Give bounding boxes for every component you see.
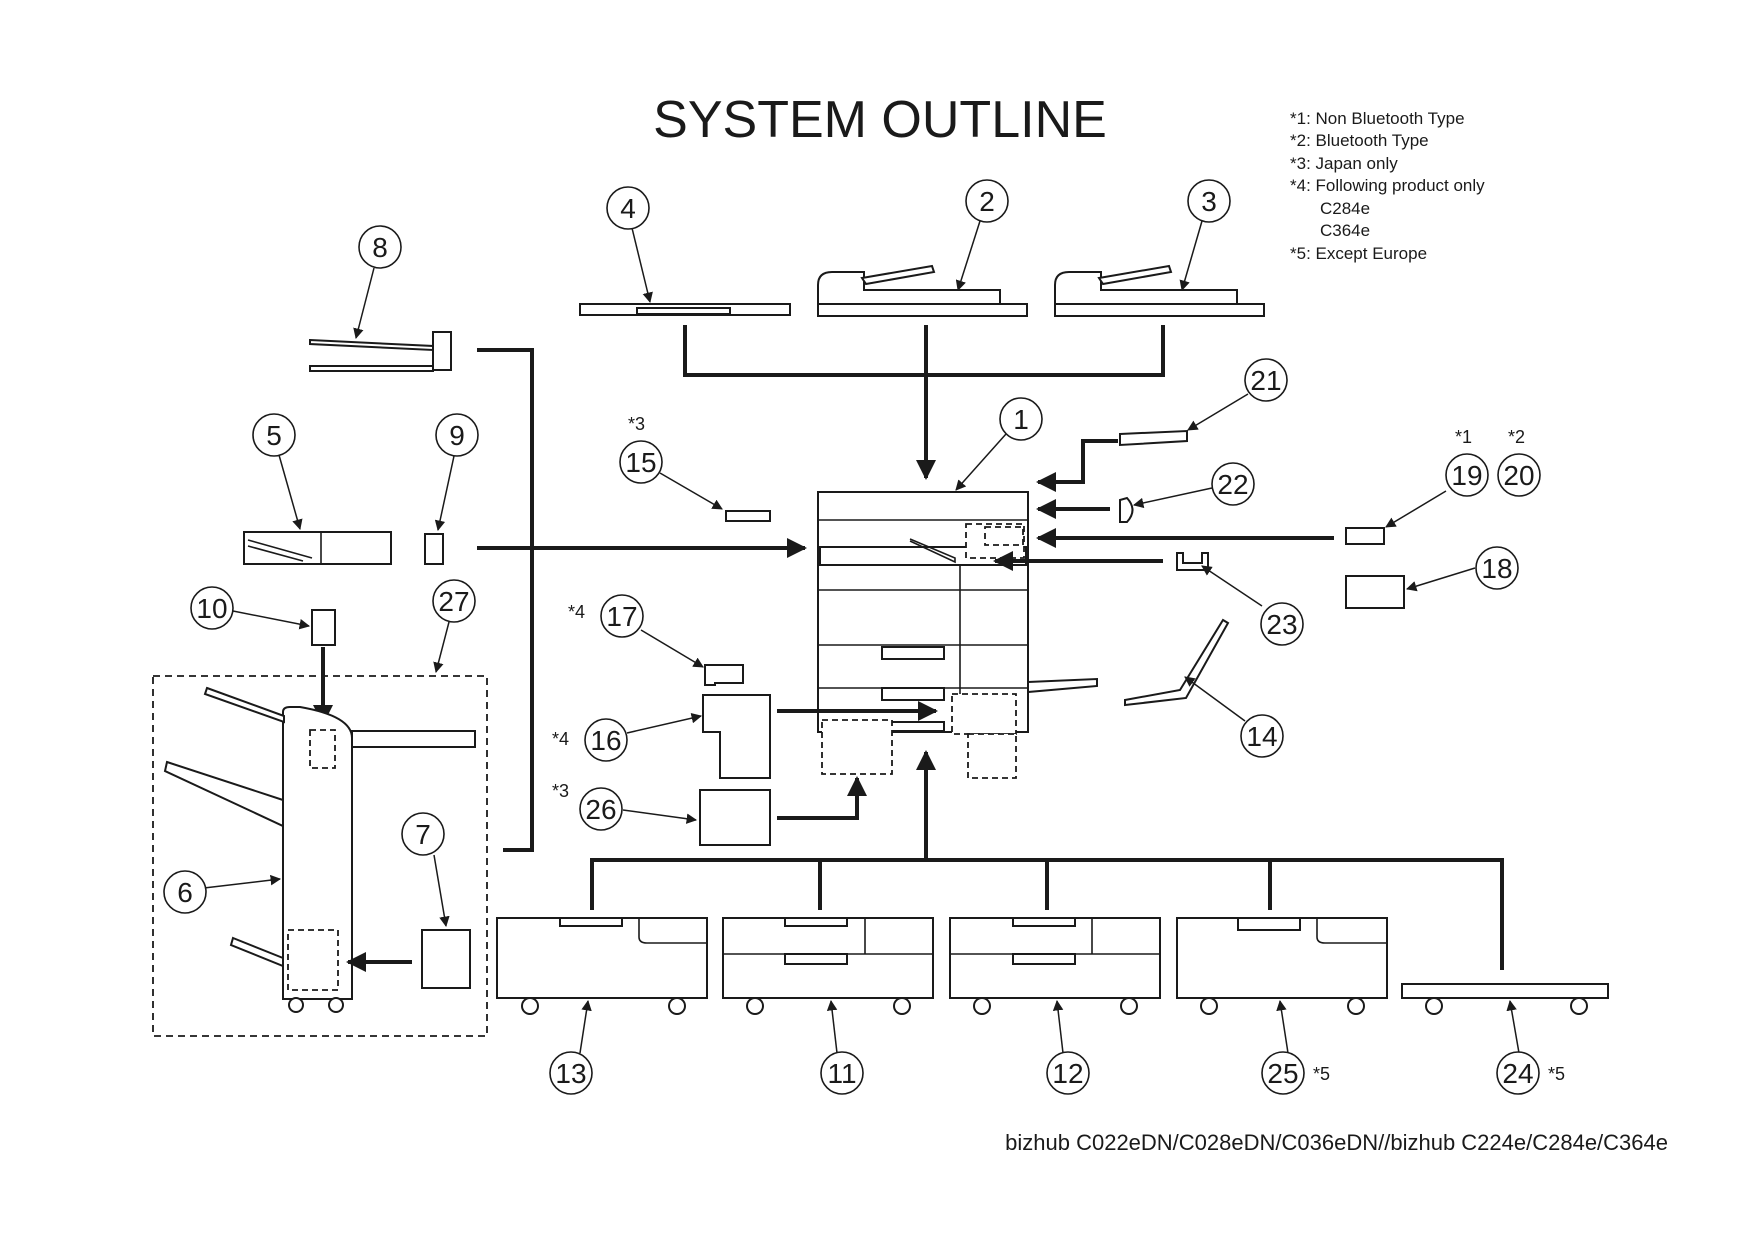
- callout-10: 10: [190, 586, 234, 630]
- local-interface-kit: [725, 510, 771, 522]
- callout-27-label: 27: [438, 586, 469, 617]
- finisher: [163, 686, 476, 1013]
- callout-6: 6: [163, 870, 207, 914]
- callout-5-label: 5: [266, 420, 282, 451]
- callout-13: 13: [549, 1051, 593, 1095]
- callout-10-label: 10: [196, 593, 227, 624]
- callout-17: 17: [600, 594, 644, 638]
- fax-kit: [1345, 575, 1405, 609]
- callout-27: 27: [432, 579, 476, 623]
- callout-12: 12: [1046, 1051, 1090, 1095]
- note-5: *5: Except Europe: [1290, 244, 1427, 263]
- note-4-model-b: C364e: [1320, 221, 1370, 240]
- paper-feed-cabinet-2tray-b: [949, 917, 1161, 1015]
- marker-24: *5: [1548, 1064, 1565, 1084]
- card-reader-mount: [1119, 496, 1134, 523]
- auto-duplex-unit: [699, 789, 771, 846]
- desk-cabinet: [496, 917, 708, 1015]
- callout-25: 25: [1261, 1051, 1305, 1095]
- callout-3-label: 3: [1201, 186, 1217, 217]
- callout-14: 14: [1240, 714, 1284, 758]
- callout-4: 4: [606, 186, 650, 230]
- callout-8: 8: [358, 225, 402, 269]
- callout-1-label: 1: [1013, 404, 1029, 435]
- callout-3: 3: [1187, 179, 1231, 223]
- fax-multi-line: [702, 694, 771, 779]
- callout-26: 26: [579, 787, 623, 831]
- callout-14-label: 14: [1246, 721, 1277, 752]
- notes-legend: *1: Non Bluetooth Type *2: Bluetooth Typ…: [1290, 109, 1485, 263]
- marker-25: *5: [1313, 1064, 1330, 1084]
- callout-18: 18: [1475, 546, 1519, 590]
- callout-7: 7: [401, 812, 445, 856]
- callout-2: 2: [965, 179, 1009, 223]
- callout-9: 9: [435, 413, 479, 457]
- callout-16: 16: [584, 718, 628, 762]
- callout-2-label: 2: [979, 186, 995, 217]
- callout-24: 24: [1496, 1051, 1540, 1095]
- reverse-document-feeder: [817, 264, 1028, 317]
- working-table: [1124, 618, 1230, 707]
- callout-23-label: 23: [1266, 609, 1297, 640]
- callout-21-label: 21: [1250, 365, 1281, 396]
- callout-18-label: 18: [1481, 553, 1512, 584]
- diagram-title: SYSTEM OUTLINE: [653, 91, 1107, 149]
- inner-finisher: [243, 531, 392, 565]
- paper-feed-cabinet-2tray: [722, 917, 934, 1015]
- main-unit: [817, 491, 1098, 779]
- callout-5: 5: [252, 413, 296, 457]
- callout-13-label: 13: [555, 1058, 586, 1089]
- marker-19: *1: [1455, 427, 1472, 447]
- callout-26-label: 26: [585, 794, 616, 825]
- note-1: *1: Non Bluetooth Type: [1290, 109, 1465, 128]
- callout-22: 22: [1211, 462, 1255, 506]
- callout-24-label: 24: [1502, 1058, 1533, 1089]
- callout-9-label: 9: [449, 420, 465, 451]
- bluetooth-module: [1345, 527, 1385, 545]
- mount-kit: [311, 609, 336, 646]
- marker-15: *3: [628, 414, 645, 434]
- callout-20-label: 20: [1503, 460, 1534, 491]
- marker-20: *2: [1508, 427, 1525, 447]
- callout-25-label: 25: [1267, 1058, 1298, 1089]
- callout-6-label: 6: [177, 877, 193, 908]
- callout-11: 11: [820, 1051, 864, 1095]
- callout-4-label: 4: [620, 193, 636, 224]
- original-cover: [579, 303, 791, 316]
- callout-19: 19: [1445, 453, 1489, 497]
- marker-17: *4: [568, 602, 585, 622]
- marker-26: *3: [552, 781, 569, 801]
- callout-22-label: 22: [1217, 469, 1248, 500]
- callout-15-label: 15: [625, 447, 656, 478]
- callout-1: 1: [999, 397, 1043, 441]
- callout-12-label: 12: [1052, 1058, 1083, 1089]
- saddle-kit: [421, 929, 471, 989]
- large-capacity-cabinet: [1176, 917, 1388, 1015]
- caster-base: [1401, 983, 1609, 1015]
- upgrade-kit: [704, 664, 744, 686]
- dual-scan-document-feeder: [1054, 264, 1265, 317]
- finisher-tray: [309, 331, 452, 372]
- callout-23: 23: [1260, 602, 1304, 646]
- callout-11-label: 11: [827, 1058, 856, 1089]
- punch-kit: [424, 533, 444, 565]
- callout-7-label: 7: [415, 819, 431, 850]
- callout-21: 21: [1244, 358, 1288, 402]
- model-footer: bizhub C022eDN/C028eDN/C036eDN//bizhub C…: [1005, 1130, 1668, 1155]
- note-3: *3: Japan only: [1290, 154, 1398, 173]
- callout-19-label: 19: [1451, 460, 1482, 491]
- stamp-unit: [1176, 552, 1209, 571]
- callout-15: 15: [619, 440, 663, 484]
- callout-17-label: 17: [606, 601, 637, 632]
- note-2: *2: Bluetooth Type: [1290, 131, 1429, 150]
- note-4-model-a: C284e: [1320, 199, 1370, 218]
- leader-lines: [203, 220, 1520, 1054]
- note-4: *4: Following product only: [1290, 176, 1485, 195]
- callout-20: 20: [1497, 453, 1541, 497]
- marker-16: *4: [552, 729, 569, 749]
- callout-16-label: 16: [590, 725, 621, 756]
- keyboard-holder: [1119, 429, 1188, 447]
- callout-8-label: 8: [372, 232, 388, 263]
